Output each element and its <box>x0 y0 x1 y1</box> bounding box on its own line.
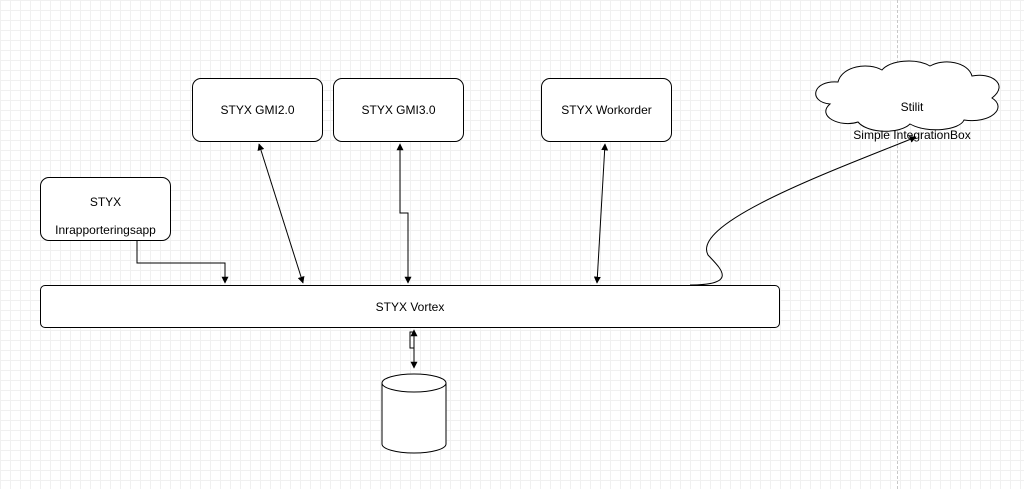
node-styx-inrapporteringsapp[interactable]: STYX Inrapporteringsapp <box>40 177 171 241</box>
edge-gmi2-vortex[interactable] <box>257 143 305 284</box>
edge-vortex-cloud[interactable] <box>689 136 917 286</box>
node-label-line2: Inrapporteringsapp <box>55 223 156 237</box>
node-styx-workorder[interactable]: STYX Workorder <box>541 78 672 142</box>
cloud-shape[interactable] <box>815 60 1000 132</box>
node-styx-gmi3[interactable]: STYX GMI3.0 <box>333 78 464 142</box>
node-label: STYX Vortex <box>375 299 445 314</box>
edge-workorder-vortex[interactable] <box>593 143 609 284</box>
page-break-line <box>897 0 898 489</box>
cloud-label-line2: Simple IntegrationBox <box>853 128 971 142</box>
database-cylinder[interactable] <box>381 373 447 454</box>
edge-inrapp-vortex[interactable] <box>136 241 229 284</box>
node-styx-vortex[interactable]: STYX Vortex <box>40 285 780 328</box>
node-styx-gmi2[interactable]: STYX GMI2.0 <box>192 78 323 142</box>
node-label: STYX Workorder <box>561 103 652 117</box>
node-label: STYX Inrapporteringsapp <box>55 181 156 237</box>
node-label-line1: STYX <box>89 195 122 209</box>
node-label: STYX GMI2.0 <box>220 103 295 117</box>
edge-gmi3-vortex[interactable] <box>396 143 412 284</box>
cloud-label-line1: Stilit <box>900 100 924 114</box>
node-label: STYX GMI3.0 <box>361 103 436 117</box>
cloud-label: Stilit Simple IntegrationBox <box>817 86 1007 142</box>
edge-vortex-db-handle <box>409 331 415 349</box>
